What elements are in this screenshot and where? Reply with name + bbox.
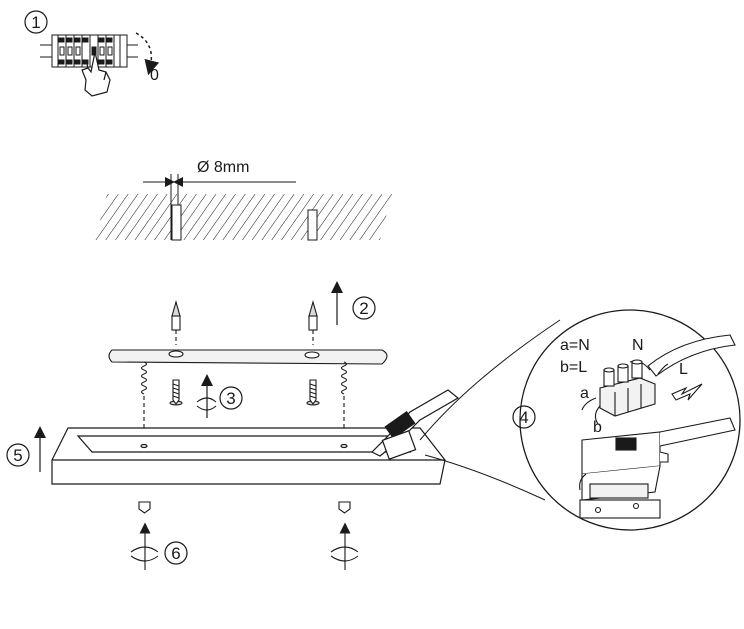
wiring-detail: a=N b=L N L a b	[519, 309, 741, 531]
ceiling-drilling: Ø 8mm	[95, 159, 392, 241]
step-3-label: 3	[226, 389, 235, 408]
drill-hole-right	[307, 209, 318, 241]
rotate-arrow-icon	[196, 374, 217, 418]
mounting-assembly	[108, 281, 388, 440]
screw-right	[306, 379, 320, 406]
rotate-arrow-icon	[130, 522, 159, 570]
rotate-arrow-icon	[135, 32, 160, 76]
step-3: 3	[219, 386, 243, 410]
step-2-label: 2	[359, 299, 368, 318]
step-5: 5	[6, 426, 46, 472]
luminaire-base	[51, 389, 460, 485]
terminal-a-label: a	[580, 385, 589, 402]
step-1-label: 1	[31, 13, 40, 32]
screw-left	[169, 379, 183, 406]
drill-diameter-label: Ø 8mm	[197, 159, 249, 176]
breaker-panel-icon	[40, 34, 138, 68]
legend-b-l: b=L	[560, 359, 587, 376]
step-6-label: 6	[171, 544, 180, 563]
terminal-b-label: b	[593, 419, 602, 436]
breaker-off-label: 0	[150, 67, 159, 84]
insert-arrow-icon	[671, 383, 703, 401]
zoom-callout-lines	[419, 319, 561, 501]
step-4: 4	[512, 405, 536, 429]
step-2: 2	[352, 296, 376, 320]
mains-cable	[647, 334, 736, 377]
legend-a-n: a=N	[560, 337, 590, 354]
terminal-block	[599, 359, 656, 417]
hand-icon	[81, 51, 111, 97]
step-4-label: 4	[519, 408, 528, 427]
drill-hole-left	[171, 204, 182, 241]
terminal-block-small	[370, 389, 460, 460]
wall-plug-left	[171, 299, 181, 345]
step-1-breaker: 1	[24, 10, 160, 97]
wall-plug-right	[308, 299, 318, 345]
step-6-caps	[130, 501, 359, 570]
step-5-label: 5	[13, 446, 22, 465]
ceiling-surface	[95, 194, 392, 240]
rotate-arrow-icon	[330, 522, 359, 570]
wire-n-label: N	[632, 337, 644, 354]
mounting-plate	[108, 349, 388, 365]
wire-l-label: L	[679, 361, 688, 378]
